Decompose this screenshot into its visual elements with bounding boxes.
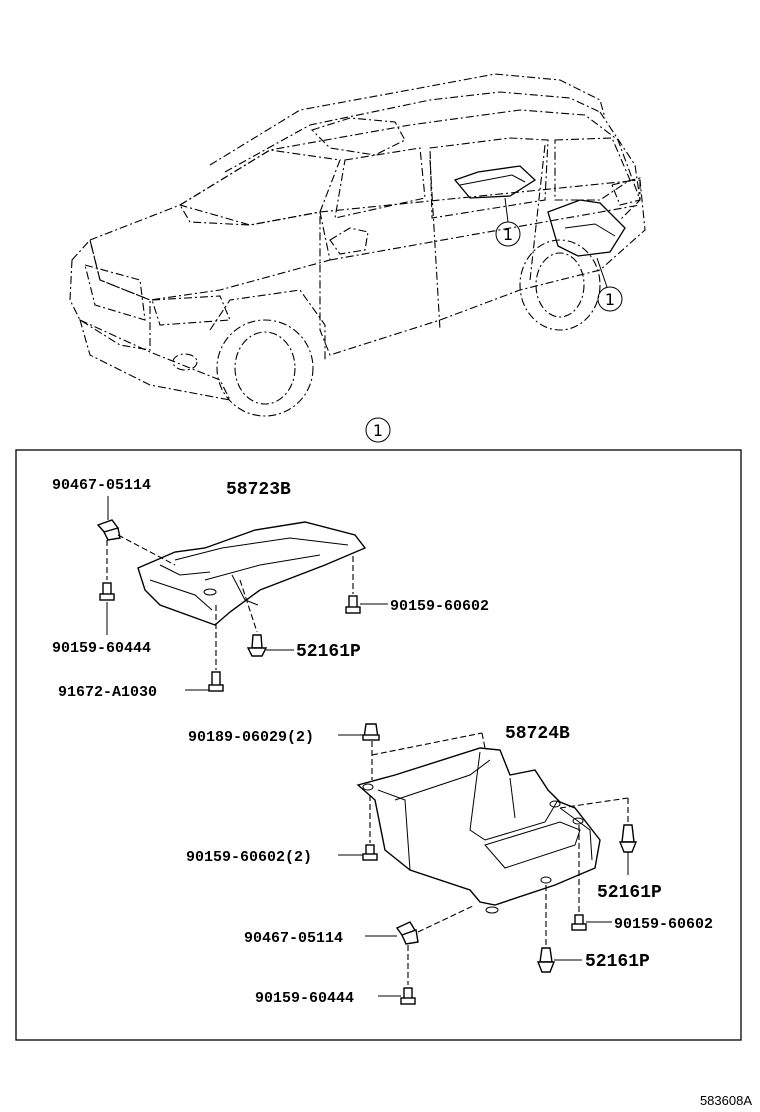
label-90467-05114-upper: 90467-05114 <box>52 477 151 494</box>
label-90159-60602-right: 90159-60602 <box>614 916 713 933</box>
figure-code: 583608A <box>700 1093 752 1108</box>
label-90467-05114-lower: 90467-05114 <box>244 930 343 947</box>
label-58724b: 58724B <box>505 724 570 744</box>
clip-52161p-right <box>618 824 638 853</box>
bolt-90159-60602-right <box>571 914 587 931</box>
callout-circle <box>365 417 391 443</box>
clip-52161p-bottom <box>536 947 556 973</box>
clip-52161p-upper <box>246 634 268 657</box>
bolt-90189-06029 <box>362 723 380 741</box>
bolt-90159-60444-lower <box>400 987 416 1005</box>
bolt-90159-60602-pair <box>362 844 378 861</box>
label-90159-60602-pair: 90159-60602(2) <box>186 849 312 866</box>
detail-frame <box>15 449 742 1041</box>
bolt-91672-a1030 <box>208 671 224 692</box>
callout-1-right: 1 <box>605 290 615 309</box>
label-90159-60602-upper: 90159-60602 <box>390 598 489 615</box>
label-91672-a1030: 91672-A1030 <box>58 684 157 701</box>
label-90189-06029: 90189-06029(2) <box>188 729 314 746</box>
label-90159-60444-lower: 90159-60444 <box>255 990 354 1007</box>
label-90159-60444-upper: 90159-60444 <box>52 640 151 657</box>
bolt-90159-60444-upper <box>99 582 115 601</box>
bolt-90159-60602-upper <box>345 595 361 614</box>
label-52161p-bottom: 52161P <box>585 952 650 972</box>
clip-90467-05114-upper <box>96 519 121 541</box>
panel-58724b <box>356 747 601 914</box>
label-58723b: 58723B <box>226 480 291 500</box>
callout-1-left: 1 <box>503 225 513 244</box>
panel-58723b <box>137 521 367 626</box>
clip-90467-05114-lower <box>395 921 419 945</box>
label-52161p-upper: 52161P <box>296 642 361 662</box>
vehicle-illustration: 1 1 <box>69 73 646 417</box>
label-52161p-right: 52161P <box>597 883 662 903</box>
callout-1-center: 1 <box>373 421 383 440</box>
